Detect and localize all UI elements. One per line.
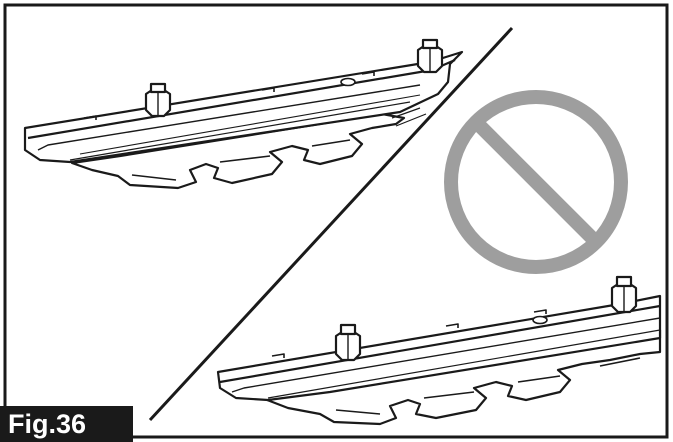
diagonal-divider — [148, 26, 514, 422]
blade-bottom-right — [216, 275, 662, 426]
prohibition-icon — [444, 90, 628, 274]
blade-top-left — [23, 38, 464, 190]
figure-label: Fig.36 — [0, 406, 133, 442]
